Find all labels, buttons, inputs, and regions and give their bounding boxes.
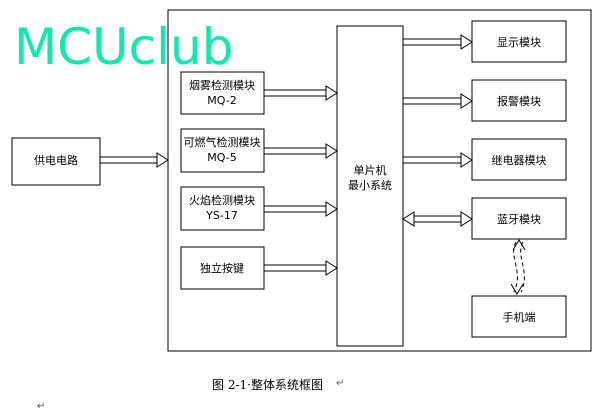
key-to-mcu-arrow (264, 260, 338, 276)
paragraph-mark: ↵ (37, 401, 46, 412)
mcuclub-watermark: MCUclub (14, 18, 234, 76)
phone-box-label: 手机端 (503, 310, 536, 324)
wireless-arrowhead-top (512, 239, 526, 251)
alarm-box-label: 报警模块 (497, 94, 541, 108)
flame-sensor-model: YS-17 (205, 209, 238, 222)
relay-box (471, 138, 567, 181)
gas-sensor-model: MQ-5 (207, 151, 236, 164)
mcu-to-alarm-arrow (403, 93, 473, 109)
power-box-label: 供电电路 (34, 153, 78, 167)
system-frame (167, 9, 592, 352)
power-to-mcu-arrow (100, 152, 169, 168)
display-box-label: 显示模块 (497, 36, 541, 49)
mcu-to-display-arrow (403, 34, 473, 50)
display-box (471, 20, 567, 63)
bluetooth-phone-wireless-link (513, 241, 525, 293)
wireless-arrowhead-bottom (510, 283, 524, 295)
figure-caption: 图 2-1·整体系统框图 (212, 378, 323, 392)
gas-sensor-box (180, 128, 265, 173)
flame-sensor-box (180, 186, 265, 231)
paragraph-mark: ↵ (336, 378, 345, 389)
bluetooth-box-label: 蓝牙模块 (497, 213, 541, 226)
mcu-box (336, 25, 404, 347)
flame-to-mcu-arrow (264, 201, 338, 217)
mcu-label-line2: 最小系统 (348, 179, 392, 192)
smoke-to-mcu-arrow (264, 85, 338, 101)
relay-box-label: 继电器模块 (492, 154, 547, 167)
key-box (180, 246, 265, 290)
mcu-bluetooth-bidirectional-arrow (402, 211, 473, 227)
mcu-label-line1: 单片机 (354, 163, 387, 177)
gas-to-mcu-arrow (264, 143, 338, 159)
alarm-box (471, 79, 567, 122)
gas-sensor-label: 可燃气检测模块 (184, 135, 261, 149)
bluetooth-box (471, 197, 567, 240)
smoke-sensor-box (180, 71, 265, 115)
flame-sensor-label: 火焰检测模块 (189, 193, 255, 207)
power-box (11, 137, 101, 186)
phone-box (471, 295, 567, 338)
smoke-sensor-model: MQ-2 (207, 94, 236, 107)
key-box-label: 独立按键 (200, 261, 244, 275)
smoke-sensor-label: 烟雾检测模块 (189, 78, 255, 92)
mcu-to-relay-arrow (403, 152, 473, 168)
